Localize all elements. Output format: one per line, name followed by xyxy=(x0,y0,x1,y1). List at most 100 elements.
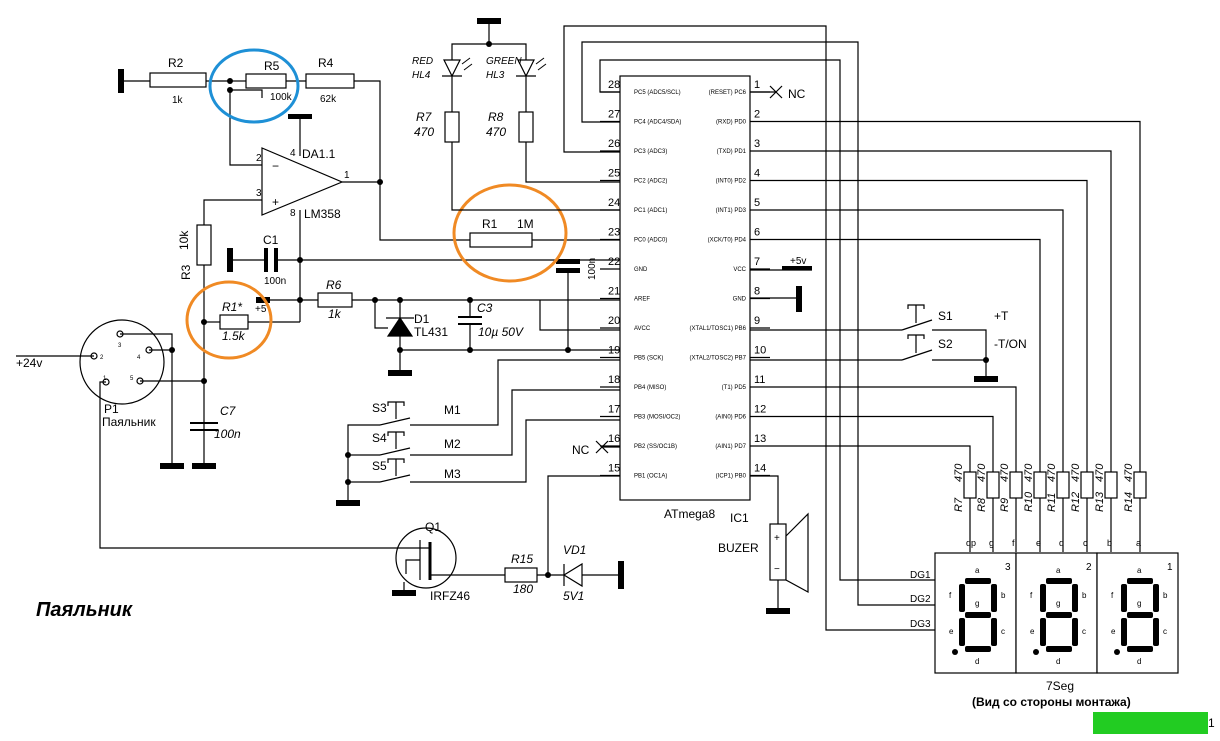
p1-desc: Паяльник xyxy=(102,415,156,429)
mcu-pin-name-left: AVCC xyxy=(634,326,651,332)
p1-pin1: 1 xyxy=(103,376,107,382)
button-s1 xyxy=(901,304,933,331)
d1-value: TL431 xyxy=(414,325,448,339)
r1-value: 1M xyxy=(517,217,534,231)
mcu-pin-num-left: 26 xyxy=(608,138,620,150)
mcu-pin-num-left: 19 xyxy=(608,345,620,357)
mcu-pin-num-left: 15 xyxy=(608,463,620,475)
led-hl4-label: HL4 xyxy=(412,70,431,81)
opamp-pin8: 8 xyxy=(290,208,296,219)
mcu-pin-num-left: 21 xyxy=(608,286,620,298)
segment-label: b xyxy=(1082,591,1087,600)
segment-resistor xyxy=(1080,471,1094,499)
led-hl4 xyxy=(443,59,461,78)
badge-number: 1 xyxy=(1208,716,1215,730)
segment-label: d xyxy=(1137,657,1141,666)
mcu-pin-num-right: 6 xyxy=(754,227,760,239)
digit-number: 3 xyxy=(1005,562,1011,573)
mcu-pin-name-left: GND xyxy=(634,267,648,273)
segment-resistor-value: 470 xyxy=(1046,463,1058,482)
vd1-label: VD1 xyxy=(563,543,586,557)
mcu-pin-name-left: PB5 (SCK) xyxy=(634,356,663,362)
ground-symbol xyxy=(392,590,416,596)
r1star-label: R1* xyxy=(222,300,242,314)
mcu-pin-name-left: PB2 (SS/OC1B) xyxy=(634,444,677,450)
badge xyxy=(1093,712,1208,734)
segment-resistor-value: 470 xyxy=(1023,463,1035,482)
supply-24v: +24v xyxy=(16,356,42,370)
button-s2 xyxy=(901,334,933,361)
mcu-pin-name-left: PC1 (ADC1) xyxy=(634,208,667,214)
segment-label: f xyxy=(1030,591,1033,600)
opamp-type: LM358 xyxy=(304,207,341,221)
mcu-pin-num-left: 23 xyxy=(608,227,620,239)
tplus-label: +T xyxy=(994,309,1009,323)
r2-label: R2 xyxy=(168,56,184,70)
segment-resistor xyxy=(1133,471,1147,499)
mcu-pin-name-left: PB3 (MOSI/OC2) xyxy=(634,415,680,421)
mcu-name: ATmega8 xyxy=(664,507,715,521)
segment-label: d xyxy=(1056,657,1060,666)
mcu-pin-num-left: 18 xyxy=(608,374,620,386)
opamp-pin4: 4 xyxy=(290,148,296,159)
mcu-pin-name-left: AREF xyxy=(634,297,650,303)
c1-value: 100n xyxy=(264,276,286,287)
zener-d1 xyxy=(386,316,414,337)
segment-label: a xyxy=(1137,566,1142,575)
mcu-pin-name-right: (TXD) PD1 xyxy=(717,149,747,155)
dg2-label: DG2 xyxy=(910,594,931,605)
ground-symbol xyxy=(336,500,360,506)
segment-label: g xyxy=(1056,599,1060,608)
segment-resistor-name: R14 xyxy=(1123,492,1135,512)
mcu-pin-name-left: PC5 (ADC5/SCL) xyxy=(634,90,681,96)
mcu-pin-name-right: (T1) PD5 xyxy=(722,385,747,391)
mcu-pin-num-left: 22 xyxy=(608,256,620,268)
segment-label: b xyxy=(1163,591,1168,600)
mcu-pin-num-left: 17 xyxy=(608,404,620,416)
r4-label: R4 xyxy=(318,56,334,70)
segment-resistor-value: 470 xyxy=(1094,463,1106,482)
c2-value: 100n xyxy=(587,258,598,280)
led-green-label: GREEN xyxy=(486,56,522,67)
segment-label: f xyxy=(949,591,952,600)
segment-label: e xyxy=(1111,627,1116,636)
led-red-label: RED xyxy=(412,56,433,67)
mcu-pin-name-right: VCC xyxy=(733,267,746,273)
r5-value: 100k xyxy=(270,92,293,103)
p1-pin2: 2 xyxy=(100,355,104,361)
mosfet-q1 xyxy=(395,527,457,589)
ground-symbol xyxy=(227,248,233,272)
s4-label: S4 xyxy=(372,431,387,445)
mcu-pin-name-left: PB1 (OC1A) xyxy=(634,474,667,480)
segment-label: e xyxy=(949,627,954,636)
r8-value: 470 xyxy=(486,125,506,139)
segment-resistor-name: R13 xyxy=(1094,491,1106,512)
opamp-pin2: 2 xyxy=(256,153,262,164)
opamp-ref: DA1.1 xyxy=(302,147,336,161)
segment-wires xyxy=(770,120,1141,472)
mcu-pin-num-right: 4 xyxy=(754,168,760,180)
ground-symbol xyxy=(192,463,216,469)
resistor-r4 xyxy=(305,73,355,89)
mcu-pin-num-right: 10 xyxy=(754,345,766,357)
opamp-pin1: 1 xyxy=(344,170,350,181)
mcu-pin-num-right: 11 xyxy=(754,374,765,386)
q1-label: Q1 xyxy=(425,520,441,534)
resistor-r3 xyxy=(196,224,212,266)
digit-number: 1 xyxy=(1167,562,1173,573)
dg1-label: DG1 xyxy=(910,570,931,581)
mcu-pin-num-right: 9 xyxy=(754,315,760,327)
mcu-pin-name-right: (AIN1) PD7 xyxy=(715,444,746,450)
c1-label: C1 xyxy=(263,233,279,247)
m2-label: M2 xyxy=(444,437,461,451)
segment-letter: a xyxy=(1136,538,1141,548)
p1-pin4: 4 xyxy=(137,355,141,361)
seg7-label: 7Seg xyxy=(1046,679,1074,693)
resistor-r1 xyxy=(469,232,533,248)
segment-resistor-value: 470 xyxy=(1123,463,1135,482)
r6-label: R6 xyxy=(326,278,342,292)
ground-symbol xyxy=(766,608,790,614)
digit-number: 2 xyxy=(1086,562,1092,573)
led-hl3 xyxy=(517,59,535,78)
